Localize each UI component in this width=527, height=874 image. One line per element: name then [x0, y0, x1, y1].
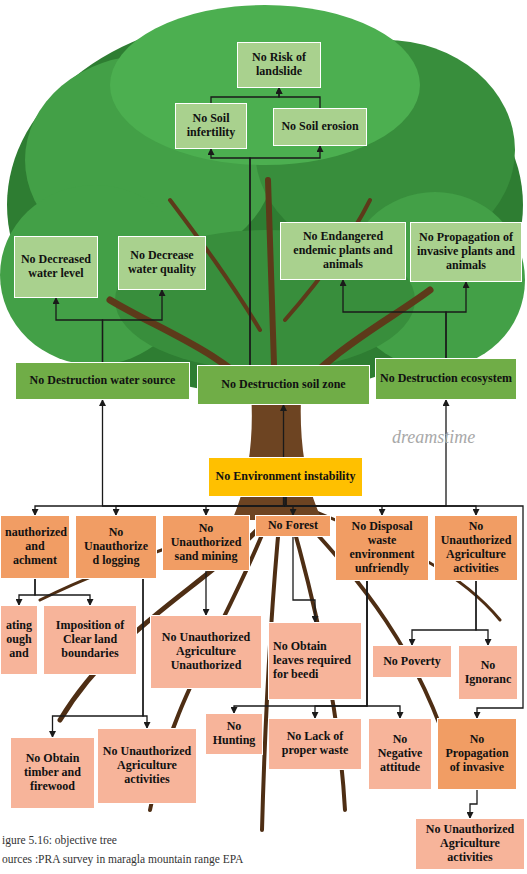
connector-arrow [343, 280, 446, 358]
box-text: No Negative attitude [373, 733, 427, 774]
objective-box: No Lack of proper waste [268, 718, 362, 770]
connector-arrow [103, 290, 163, 362]
box-text: No Soil infertility [180, 112, 242, 140]
connector-arrow [446, 282, 466, 358]
objective-box: No Unauthorize d logging [75, 515, 157, 579]
box-text: No Ignoranc [463, 659, 513, 687]
connector-arrow [211, 149, 250, 365]
box-text: No Unauthorize d logging [80, 526, 152, 567]
objective-box: No Risk of landslide [237, 42, 321, 88]
connector-arrow [19, 579, 35, 605]
objective-box: No Unauthorized Agriculture activities [415, 818, 525, 870]
box-text: No Soil erosion [278, 120, 362, 134]
canopy [115, 230, 415, 370]
connector-arrow [293, 537, 315, 622]
connector-arrow [412, 581, 476, 645]
box-text: No Disposal waste environment unfriendly [340, 520, 424, 575]
branch [268, 180, 275, 395]
objective-box: No Unauthorized Agriculture Unauthorized [150, 615, 262, 689]
connector-arrow [470, 790, 477, 818]
tree-canopy [0, 5, 525, 395]
connector-arrow [206, 497, 286, 515]
objective-box: No Decrease water quality [118, 236, 206, 290]
root [40, 512, 260, 600]
connector-arrow [56, 298, 103, 362]
objective-box: No Disposal waste environment unfriendly [335, 515, 429, 581]
objective-box: Imposition of Clear land boundaries [43, 605, 137, 675]
source-note: ources :PRA survey in maragla mountain r… [2, 853, 243, 867]
tree-trunk [110, 180, 430, 520]
box-text: No Propagation of invasive [442, 733, 512, 774]
box-text: No Unauthorized Agriculture Unauthorized [155, 631, 257, 672]
box-text: No Destruction soil zone [202, 378, 365, 392]
box-text: nauthorized and achment [5, 526, 65, 567]
objective-box: No Negative attitude [368, 718, 432, 790]
tree-roots [40, 505, 500, 830]
connector-arrow [279, 88, 320, 108]
connector-arrow [116, 497, 286, 515]
objective-box: No Hunting [205, 713, 263, 755]
box-text: No Forest [260, 519, 326, 533]
box-text: No Obtain leaves required for beedi [273, 640, 357, 681]
objective-box: No Obtain leaves required for beedi [268, 622, 362, 700]
objective-box: No Unauthorized Agriculture activities [97, 728, 197, 804]
objective-box: No Forest [255, 515, 331, 537]
connector-arrow [211, 88, 279, 103]
box-text: No Destruction ecosystem [380, 372, 512, 386]
connector-arrow [143, 579, 147, 728]
canopy [110, 5, 420, 165]
box-text: No Decrease water quality [123, 249, 201, 277]
box-text: No Environment instability [213, 470, 358, 484]
objective-box: nauthorized and achment [0, 515, 70, 579]
box-text: No Propagation of invasive plants and an… [415, 231, 517, 272]
objective-box: No Ignoranc [458, 645, 518, 700]
box-text: No Endangered endemic plants and animals [285, 230, 401, 271]
objective-box: No Destruction soil zone [197, 365, 370, 405]
box-text: No Destruction water source [20, 374, 185, 388]
box-text: No Unauthorized Agriculture activities [439, 520, 513, 575]
box-text: Imposition of Clear land boundaries [48, 619, 132, 660]
objective-box: No Unauthorized sand mining [162, 515, 250, 571]
figure-caption: igure 5.16: objective tree [2, 834, 117, 848]
box-text: No Unauthorized Agriculture activities [420, 823, 520, 864]
objective-box: No Environment instability [208, 457, 363, 497]
box-text: No Unauthorized sand mining [167, 522, 245, 563]
objective-box: No Soil erosion [273, 108, 367, 146]
connector-arrow [35, 497, 286, 515]
box-text: No Hunting [210, 720, 258, 748]
box-text: No Risk of landslide [242, 51, 316, 79]
objective-box: No Propagation of invasive plants and an… [410, 222, 522, 282]
connector-arrow [35, 579, 90, 605]
objective-box: ating ough and [0, 605, 38, 675]
connector-arrow [476, 581, 488, 645]
objective-box: No Destruction ecosystem [375, 358, 517, 400]
watermark: dreamstime [392, 427, 475, 449]
box-text: No Poverty [377, 655, 447, 669]
connector-arrow [205, 571, 206, 615]
objective-box: No Destruction water source [15, 362, 190, 400]
objective-box: No Unauthorized Agriculture activities [434, 515, 518, 581]
objective-box: No Obtain timber and firewood [10, 737, 95, 809]
box-text: No Decreased water level [19, 253, 93, 281]
box-text: No Unauthorized Agriculture activities [102, 745, 192, 786]
box-text: No Obtain timber and firewood [15, 752, 90, 793]
objective-box: No Endangered endemic plants and animals [280, 222, 406, 280]
objective-box: No Propagation of invasive [437, 718, 517, 790]
objective-box: No Decreased water level [14, 236, 98, 298]
box-text: No Lack of proper waste [273, 730, 357, 758]
objective-box: No Soil infertility [175, 103, 247, 149]
box-text: ating ough and [3, 619, 35, 660]
objective-box: No Poverty [372, 645, 452, 678]
